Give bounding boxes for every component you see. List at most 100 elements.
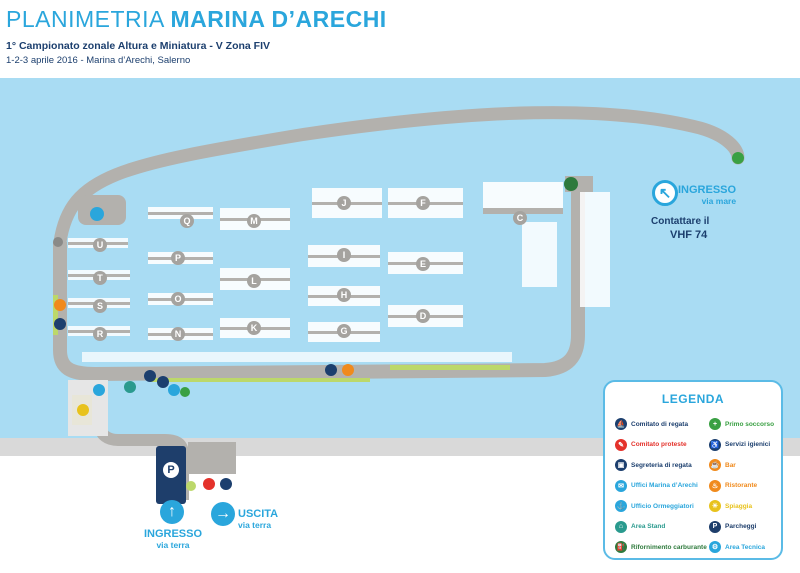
legend-item: ⚙ Area Tecnica: [709, 541, 765, 553]
legend-item-label: Area Tecnica: [725, 543, 765, 551]
land-entrance-label: INGRESSO via terra: [140, 528, 206, 550]
legend-item: P Parcheggi: [709, 520, 757, 533]
legend-item-label: Bar: [725, 461, 736, 469]
legend-item-label: Uffici Marina d’Arechi: [631, 482, 698, 489]
legend-item: ⛵ Comitato di regata: [615, 418, 688, 430]
toilet-icon-south: [325, 364, 337, 376]
pier-label-col2: K: [247, 321, 261, 335]
green-strip-bottom: [390, 365, 510, 370]
parking-lot: [188, 442, 236, 474]
fuel-icon: ⛽: [615, 541, 627, 553]
office-icon-map: [93, 384, 105, 396]
green-strip-left: [53, 295, 58, 335]
title-bold: MARINA D’ARECHI: [170, 6, 387, 32]
pier-label-left: T: [93, 271, 107, 285]
technical-icon: ⚙: [709, 541, 721, 553]
desk-icon: ▣: [615, 459, 627, 471]
land-entrance-sub: via terra: [156, 540, 190, 550]
legend-item: ⛽ Rifornimento carburante: [615, 541, 707, 553]
land-exit-arrow-icon: →: [211, 502, 235, 526]
sailboat-icon-map: [157, 376, 169, 388]
legend-item-label: Rifornimento carburante: [631, 543, 707, 551]
legend-item: ▣ Segreteria di regata: [615, 459, 692, 471]
legend-item: ♨ Ristorante: [709, 479, 758, 492]
first-aid-icon: +: [709, 418, 721, 430]
green-strip-south: [150, 378, 370, 382]
land-exit-main: USCITA: [238, 508, 279, 520]
restaurant-icon: ♨: [709, 479, 721, 492]
legend-item-label: Spiaggia: [725, 502, 753, 510]
desk-icon-map: [144, 370, 156, 382]
pier-label-left: R: [93, 327, 107, 341]
pier-label-col4: D: [416, 309, 430, 323]
mooring-icon-map: [168, 384, 180, 396]
pier-label-col3: J: [337, 196, 351, 210]
beach-icon-map: [77, 404, 89, 416]
legend-item-label: Area Stand: [631, 523, 666, 530]
pier-label-col3: G: [337, 324, 351, 338]
legend-item: + Primo soccorso: [709, 418, 774, 430]
contact-text: Contattare il: [651, 216, 710, 227]
pier-label-col4: E: [416, 257, 430, 271]
mooring-icon: ⚓: [615, 500, 627, 512]
legend-item: ⌂ Area Stand: [615, 520, 666, 533]
legend-item: ♿Servizi igienici: [709, 438, 771, 451]
first-aid-icon-map: [180, 387, 190, 397]
legend-title: LEGENDA: [661, 392, 725, 406]
vhf-channel: VHF 74: [670, 229, 708, 241]
lighthouse-green: [732, 152, 744, 164]
legend-item-label: Ristorante: [725, 482, 758, 489]
page-title: PLANIMETRIA MARINA D’ARECHI: [6, 6, 387, 33]
land-exit-label: USCITA via terra: [238, 508, 278, 530]
sea-entrance-sub: via mare: [701, 196, 737, 206]
technical-icon-map: [186, 481, 196, 491]
parking-icon: P: [709, 520, 721, 533]
legend-item-label: Servizi igienici: [725, 441, 771, 448]
event-subtitle: 1° Campionato zonale Altura e Miniatura …: [6, 40, 271, 52]
sailboat-icon: ⛵: [615, 418, 627, 430]
sailboat-icon-south: [220, 478, 232, 490]
coffee-icon: ☕: [709, 459, 721, 471]
legend-item-label: Primo soccorso: [725, 420, 775, 428]
pier-label-col1: O: [171, 292, 185, 306]
event-dates: 1-2-3 aprile 2016 - Marina d’Arechi, Sal…: [6, 55, 191, 66]
legend-item: ☀ Spiaggia: [709, 500, 752, 512]
legend-item-label: Comitato proteste: [631, 441, 687, 448]
fuel-icon-map: [564, 177, 578, 191]
title-light: PLANIMETRIA: [6, 6, 164, 32]
toilet-icon-map: [54, 318, 66, 330]
land-entrance-main: INGRESSO: [143, 528, 203, 540]
pier-label-left: U: [93, 238, 107, 252]
beach-icon: ☀: [709, 500, 721, 512]
pier-label-left: S: [93, 299, 107, 313]
sea-entrance-label: INGRESSO via mare: [678, 184, 736, 206]
pier-label-col4: F: [416, 196, 430, 210]
service-icon-quay-node: [53, 237, 63, 247]
service-icon-nw: [90, 207, 104, 221]
document-icon: ✎: [615, 438, 627, 451]
stand-icon: ⌂: [615, 520, 627, 533]
bar-icon-map: [54, 299, 66, 311]
legend-item-label: Ufficio Ormeggiatori: [631, 502, 694, 510]
legend-panel: LEGENDA ⛵ Comitato di regata ✎ Comitato pro…: [603, 380, 783, 560]
pier-label-col1: N: [171, 327, 185, 341]
sea-entrance-arrow-icon: ↖: [652, 180, 678, 206]
berth-row-south: [82, 352, 512, 362]
pier-label-col3: H: [337, 288, 351, 302]
land-exit-sub: via terra: [238, 520, 272, 530]
document-icon-map: [203, 478, 215, 490]
stand-icon-map: [124, 381, 136, 393]
legend-item-label: Parcheggi: [725, 523, 757, 530]
land-south-left: [0, 438, 110, 456]
pier-label-col1: P: [171, 251, 185, 265]
legend-item: ⚓ Ufficio Ormeggiatori: [615, 500, 694, 512]
legend-item-label: Segreteria di regata: [631, 461, 692, 469]
main-quay: [53, 190, 585, 382]
restaurant-icon-south: [342, 364, 354, 376]
legend-item-label: Comitato di regata: [631, 420, 689, 428]
sea-entrance-main: INGRESSO: [678, 184, 737, 196]
parking-symbol: P: [163, 462, 179, 478]
pier-label-col2: M: [247, 214, 261, 228]
legend-item: ✎ Comitato proteste: [615, 438, 687, 451]
